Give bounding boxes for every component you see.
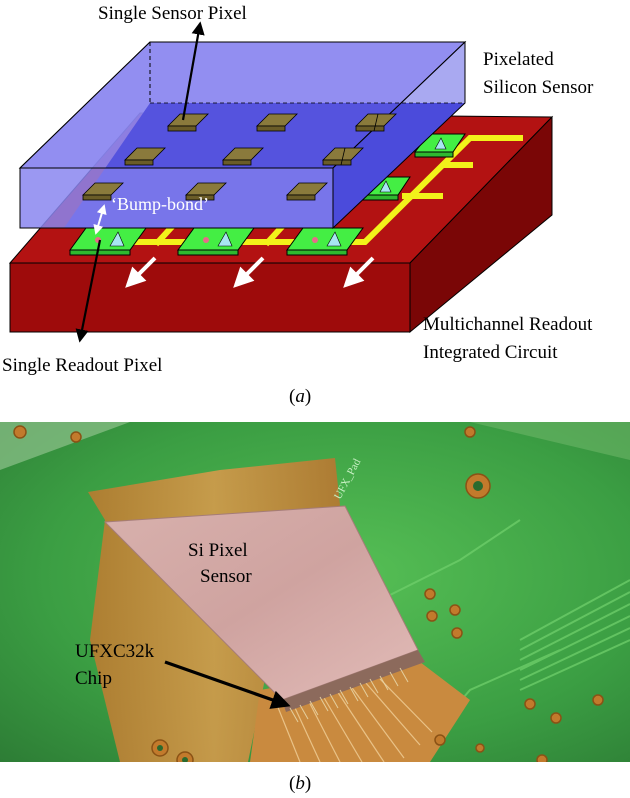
pcb-vias: [13, 425, 604, 762]
readout-pixel-leader-arrow: [75, 239, 102, 343]
sensor-pixel-pads: [82, 113, 397, 201]
sensor-pixel: [185, 182, 227, 201]
single-readout-pixel-label: Single Readout Pixel: [2, 355, 162, 376]
silicon-sensor-label: Silicon Sensor: [483, 77, 594, 98]
readout-ic-front: [9, 262, 411, 333]
output-arrow: [343, 256, 375, 288]
sensor-pixel: [222, 147, 264, 166]
sensor-pixel: [322, 147, 364, 166]
sensor-pixel: [355, 113, 397, 132]
si-sensor-label: Sensor: [200, 566, 252, 587]
output-arrows: [125, 256, 375, 288]
output-arrow: [233, 256, 265, 288]
bump-bond-label: ‘Bump-bond’: [111, 194, 209, 214]
output-arrow: [125, 256, 157, 288]
caption-a: (a): [289, 386, 311, 407]
single-sensor-pixel-label: Single Sensor Pixel: [98, 3, 247, 24]
sensor-pixel: [286, 182, 328, 201]
sensor: [18, 40, 467, 230]
sensor-pixel: [167, 113, 209, 132]
panel-a: Single Sensor Pixel Pixelated Silicon Se…: [2, 3, 594, 407]
pixelated-label: Pixelated: [483, 49, 554, 70]
multichannel-readout-label: Multichannel Readout: [423, 314, 593, 335]
sensor-pixel: [124, 147, 166, 166]
chip-label: Chip: [75, 668, 112, 689]
sensor-pixel: [82, 182, 124, 201]
sensor-pixel-leader-arrow: [181, 21, 205, 121]
readout-pixel: [286, 227, 364, 256]
integrated-circuit-label: Integrated Circuit: [423, 342, 558, 363]
caption-b: (b): [289, 773, 311, 794]
panel-b-photo: UFX_Pad Si Pixel Sensor UFXC32k Chip: [0, 422, 630, 762]
chip-pointer-arrow: [164, 660, 291, 709]
bump-bond-arrow: [93, 204, 107, 235]
readout-pixel: [177, 227, 255, 256]
si-pixel-label: Si Pixel: [188, 540, 248, 561]
sensor-pixel: [256, 113, 298, 132]
sensor-front: [19, 167, 334, 229]
ufxc32k-label: UFXC32k: [75, 641, 155, 662]
